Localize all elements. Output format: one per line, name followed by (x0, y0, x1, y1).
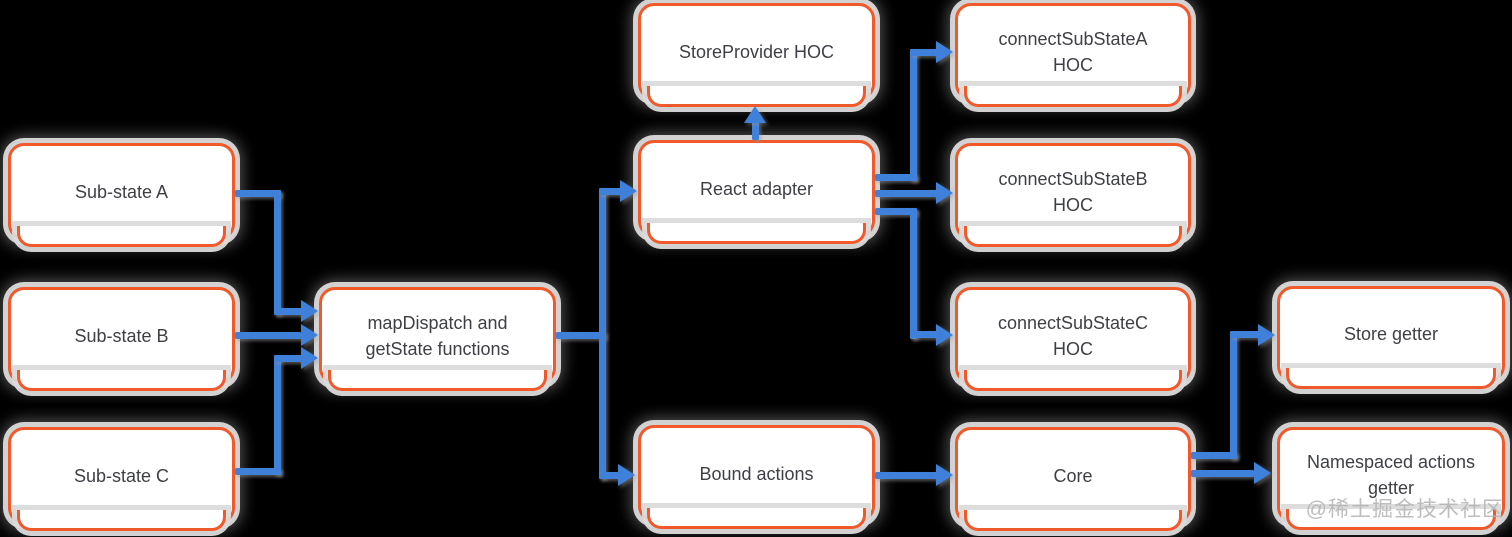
node-bound-actions: Bound actions (638, 425, 875, 529)
connector-segment (274, 355, 281, 475)
node-store-provider-hoc: StoreProvider HOC (638, 3, 875, 107)
node-label: Sub-state C (73, 465, 170, 486)
node-label: StoreProvider HOC (678, 41, 835, 62)
node-label: connectSubStateC HOC (997, 312, 1149, 359)
connector-segment (1191, 470, 1254, 477)
arrowhead-right-icon (618, 464, 635, 486)
node-label: Namespaced actions getter (1306, 452, 1476, 498)
arrowhead-right-icon (1258, 324, 1275, 346)
arrowhead-right-icon (1254, 462, 1271, 484)
node-connect-substate-b-hoc: connectSubStateB HOC (955, 143, 1191, 247)
connector-segment (910, 331, 938, 338)
node-label: connectSubStateB HOC (998, 168, 1148, 215)
connector-segment (1230, 331, 1260, 338)
connector-segment (1230, 331, 1237, 459)
arrowhead-right-icon (936, 464, 953, 486)
arrowhead-right-icon (936, 324, 953, 346)
arrowhead-right-icon (620, 180, 637, 202)
node-react-adapter: React adapter (638, 140, 875, 244)
connector-segment (235, 332, 301, 339)
connector-segment (599, 472, 621, 479)
node-label: mapDispatch and getState functions (365, 312, 510, 359)
connector-segment (875, 208, 917, 215)
connector-segment (235, 468, 281, 475)
connector-segment (274, 355, 304, 362)
node-store-getter: Store getter (1277, 286, 1505, 389)
node-sub-state-c: Sub-state C (8, 427, 235, 531)
connector-segment (599, 188, 623, 195)
arrowhead-right-icon (301, 300, 318, 322)
node-label: connectSubStateA HOC (998, 28, 1148, 75)
arrowhead-right-icon (301, 347, 318, 369)
node-label: Sub-state B (74, 325, 169, 346)
node-connect-substate-a-hoc: connectSubStateA HOC (955, 3, 1191, 107)
node-connect-substate-c-hoc: connectSubStateC HOC (955, 287, 1191, 391)
arrowhead-right-icon (936, 41, 953, 63)
node-namespaced-actions-getter: Namespaced actions getter (1277, 427, 1505, 530)
arrowhead-up-icon (744, 106, 766, 123)
node-sub-state-a: Sub-state A (8, 143, 235, 247)
connector-segment (274, 190, 281, 315)
connector-segment (910, 49, 938, 56)
connector-segment (752, 121, 759, 140)
connector-segment (556, 332, 606, 339)
connector-segment (875, 472, 937, 479)
connector-segment (910, 208, 917, 339)
watermark: @稀土掘金技术社区 (1305, 498, 1504, 521)
node-label: React adapter (699, 178, 814, 199)
arrowhead-right-icon (936, 182, 953, 204)
connector-segment (875, 174, 917, 181)
connector-segment (599, 188, 606, 479)
node-label: Bound actions (699, 463, 814, 484)
connector-segment (910, 49, 917, 181)
node-core: Core (955, 427, 1191, 531)
connector-segment (875, 190, 937, 197)
node-map-dispatch: mapDispatch and getState functions (319, 287, 556, 391)
arrowhead-right-icon (301, 324, 318, 346)
connector-segment (274, 308, 304, 315)
connector-segment (1191, 452, 1237, 459)
node-label: Sub-state A (74, 181, 169, 202)
node-label: Core (1053, 465, 1093, 486)
node-sub-state-b: Sub-state B (8, 287, 235, 391)
connector-segment (235, 190, 281, 197)
node-label: Store getter (1343, 324, 1439, 344)
